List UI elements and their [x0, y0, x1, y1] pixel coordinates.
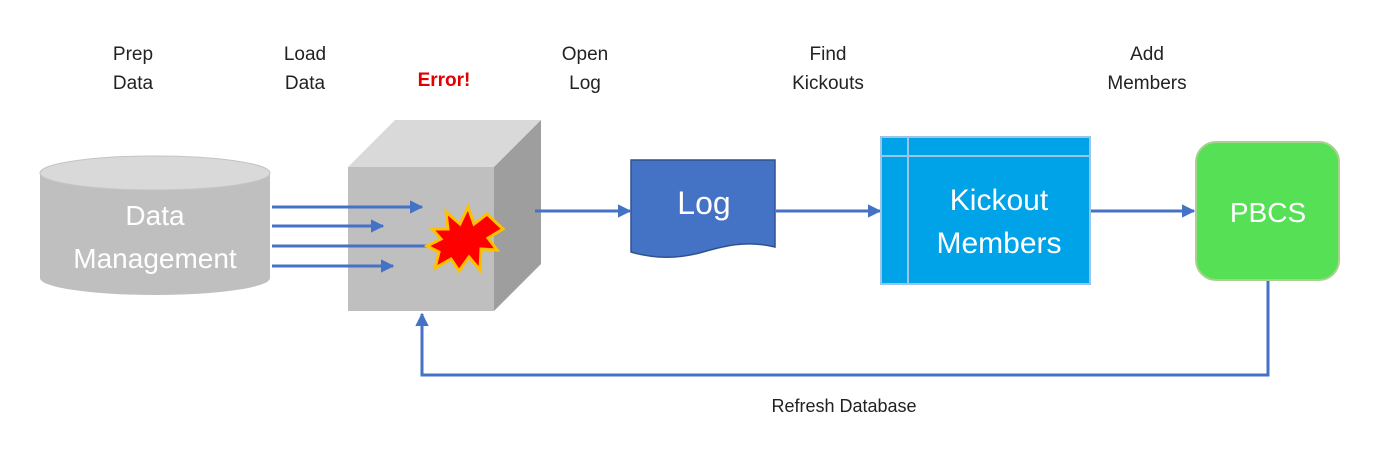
step-add-members: Add Members	[1067, 40, 1227, 98]
log-document: Log	[630, 159, 776, 259]
pbcs-label: PBCS	[1230, 197, 1306, 228]
step-find-kickouts-line2: Kickouts	[792, 73, 864, 94]
refresh-feedback-arrow	[415, 281, 1270, 377]
step-prep-data-line2: Data	[112, 73, 154, 94]
step-load-data-line1: Load	[283, 44, 327, 65]
kickout-line1: Kickout	[950, 184, 1049, 217]
log-label: Log	[677, 185, 730, 221]
kickout-line2: Members	[936, 227, 1061, 260]
step-open-log: Open Log	[505, 40, 665, 98]
step-add-members-line1: Add	[1130, 44, 1164, 65]
load-arrows	[272, 200, 440, 273]
data-management-line1: Data	[125, 200, 185, 231]
step-add-members-line2: Members	[1107, 73, 1187, 94]
data-management-cylinder: Data Management	[39, 155, 271, 295]
kickout-members-table: Kickout Members	[880, 136, 1091, 285]
step-open-log-line1: Open	[561, 44, 609, 65]
step-load-data-line2: Data	[284, 73, 326, 94]
data-management-line2: Management	[73, 243, 237, 274]
step-find-kickouts-line1: Find	[809, 44, 847, 65]
step-load-data: Load Data	[225, 40, 385, 98]
step-prep-data: Prep Data	[53, 40, 213, 98]
error-label: Error!	[417, 70, 471, 91]
explosion-icon	[423, 203, 506, 274]
step-find-kickouts: Find Kickouts	[748, 40, 908, 98]
refresh-database-label: Refresh Database	[771, 396, 917, 416]
step-prep-data-line1: Prep	[112, 44, 154, 65]
load-cube	[348, 120, 541, 311]
step-open-log-line2: Log	[569, 73, 601, 94]
pbcs-box: PBCS	[1195, 141, 1340, 281]
